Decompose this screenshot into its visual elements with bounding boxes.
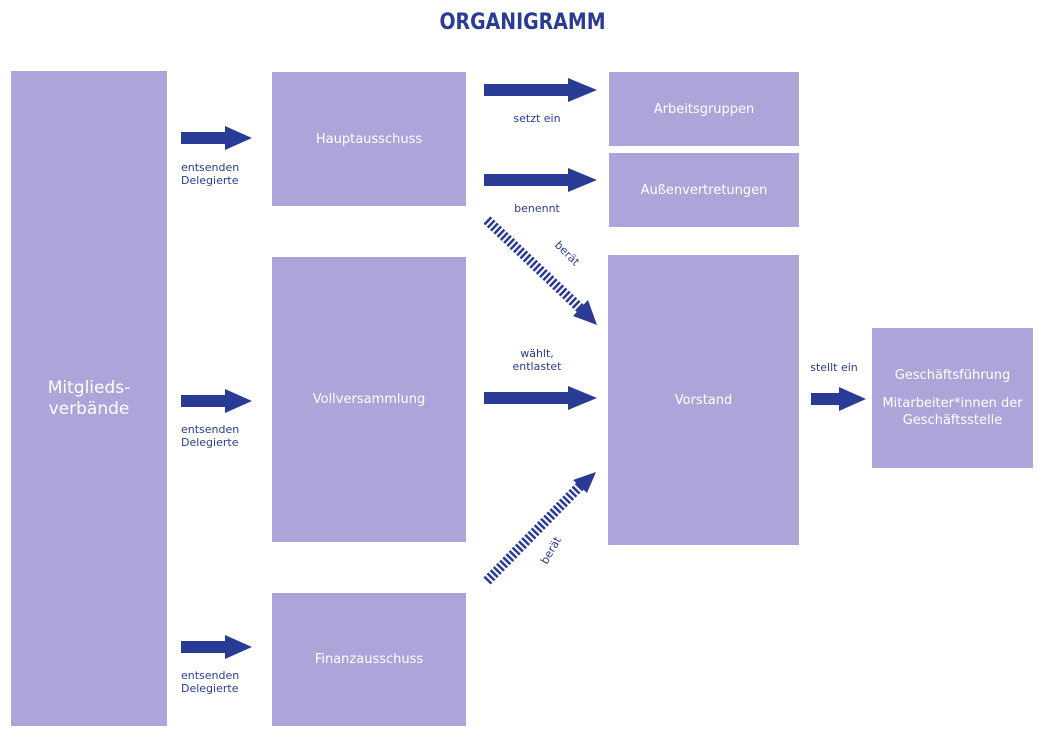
box-vollversammlung-label: Vollversammlung — [312, 392, 426, 407]
label-entsenden-2: entsenden Delegierte — [181, 423, 239, 449]
label-entsenden-1-line2: Delegierte — [181, 174, 239, 187]
arrow-waehlt-entlastet-icon — [484, 386, 597, 410]
label-entsenden-2-line2: Delegierte — [181, 436, 239, 449]
arrow-beraet-hauptausschuss-icon — [483, 216, 597, 325]
box-mitgliedsverbaende-line2: verbände — [48, 398, 130, 419]
arrow-entsenden-hauptausschuss-icon — [181, 126, 252, 150]
page-title: ORGANIGRAMM — [439, 10, 606, 35]
arrow-beraet-finanzausschuss-icon — [483, 472, 596, 585]
label-waehlt-entlastet: wählt, entlastet — [497, 347, 577, 373]
box-mitgliedsverbaende[interactable]: Mitglieds- verbände — [11, 71, 167, 726]
label-waehlt-line1: wählt, — [520, 347, 554, 360]
box-finanzausschuss-label: Finanzausschuss — [314, 652, 424, 667]
label-entsenden-3-line2: Delegierte — [181, 682, 239, 695]
label-entsenden-2-line1: entsenden — [181, 423, 240, 436]
arrow-entsenden-finanzausschuss-icon — [181, 635, 252, 659]
box-hauptausschuss-label: Hauptausschuss — [315, 131, 423, 147]
box-vollversammlung[interactable]: Vollversammlung — [272, 257, 466, 542]
box-aussenvertretungen-label: Außenvertretungen — [640, 182, 768, 198]
box-hauptausschuss[interactable]: Hauptausschuss — [272, 72, 466, 206]
box-vorstand[interactable]: Vorstand — [608, 255, 799, 545]
arrow-entsenden-vollversammlung-icon — [181, 389, 252, 413]
box-arbeitsgruppen-label: Arbeitsgruppen — [653, 101, 755, 117]
box-mitgliedsverbaende-line1: Mitglieds- — [47, 377, 131, 398]
label-entsenden-3-line1: entsenden — [181, 669, 240, 682]
box-arbeitsgruppen[interactable]: Arbeitsgruppen — [609, 72, 799, 146]
box-geschaeftsfuehrung-line3: Geschäftsstelle — [902, 413, 1003, 428]
label-entsenden-1-line1: entsenden — [181, 161, 240, 174]
label-waehlt-line2: entlastet — [512, 360, 562, 373]
label-entsenden-3: entsenden Delegierte — [181, 669, 239, 695]
arrow-setzt-ein-icon — [484, 78, 597, 102]
box-geschaeftsfuehrung[interactable]: Geschäftsführung Mitarbeiter*innen der G… — [872, 328, 1033, 468]
label-stellt-ein: stellt ein — [810, 361, 858, 374]
box-vorstand-label: Vorstand — [674, 392, 733, 408]
label-entsenden-1: entsenden Delegierte — [181, 161, 239, 187]
label-benennt: benennt — [514, 202, 560, 215]
box-finanzausschuss[interactable]: Finanzausschuss — [272, 593, 466, 726]
arrow-benennt-icon — [484, 168, 597, 192]
box-aussenvertretungen[interactable]: Außenvertretungen — [609, 153, 799, 227]
box-geschaeftsfuehrung-line2: Mitarbeiter*innen der — [882, 396, 1023, 411]
arrow-stellt-ein-icon — [811, 387, 866, 411]
label-setzt-ein: setzt ein — [513, 112, 561, 125]
box-geschaeftsfuehrung-line1: Geschäftsführung — [894, 368, 1011, 383]
